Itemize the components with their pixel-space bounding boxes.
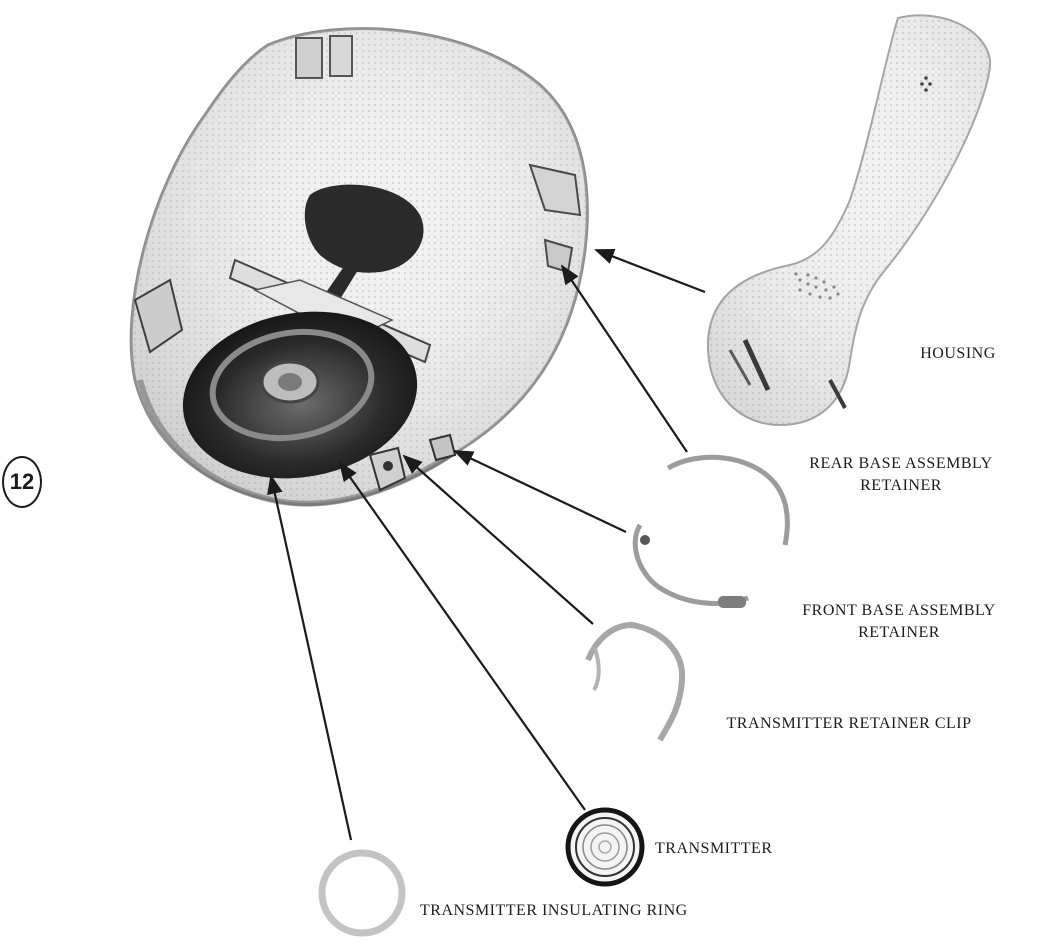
arrow-rear-retainer	[562, 266, 687, 452]
label-front-retainer: FRONT BASE ASSEMBLY RETAINER	[763, 600, 1035, 644]
arrow-insulating-ring	[271, 476, 351, 840]
label-rear-retainer: REAR BASE ASSEMBLY RETAINER	[770, 453, 1032, 497]
arrow-housing	[596, 250, 705, 292]
label-front-retainer-line1: FRONT BASE ASSEMBLY	[763, 600, 1035, 622]
arrow-retainer-clip	[404, 456, 593, 624]
insulating-ring-part	[322, 853, 402, 933]
label-insulating-ring-text: TRANSMITTER INSULATING RING	[420, 900, 800, 922]
label-retainer-clip: TRANSMITTER RETAINER CLIP	[674, 713, 1024, 735]
label-insulating-ring: TRANSMITTER INSULATING RING	[420, 900, 800, 922]
figure-number-badge: 12	[2, 456, 42, 508]
label-rear-retainer-line2: RETAINER	[770, 475, 1032, 497]
label-housing-text: HOUSING	[898, 343, 1018, 365]
retainer-clip-part	[588, 625, 682, 740]
label-transmitter-text: TRANSMITTER	[655, 838, 835, 860]
label-retainer-clip-text: TRANSMITTER RETAINER CLIP	[674, 713, 1024, 735]
arrow-transmitter	[340, 463, 585, 810]
base-shell	[131, 29, 587, 505]
label-transmitter: TRANSMITTER	[655, 838, 835, 860]
transmitter-part	[568, 810, 642, 884]
arrow-front-retainer	[455, 451, 626, 532]
front-retainer-part	[635, 525, 748, 608]
label-housing: HOUSING	[898, 343, 1018, 365]
label-front-retainer-line2: RETAINER	[763, 622, 1035, 644]
figure-number-text: 12	[10, 469, 34, 495]
label-rear-retainer-line1: REAR BASE ASSEMBLY	[770, 453, 1032, 475]
